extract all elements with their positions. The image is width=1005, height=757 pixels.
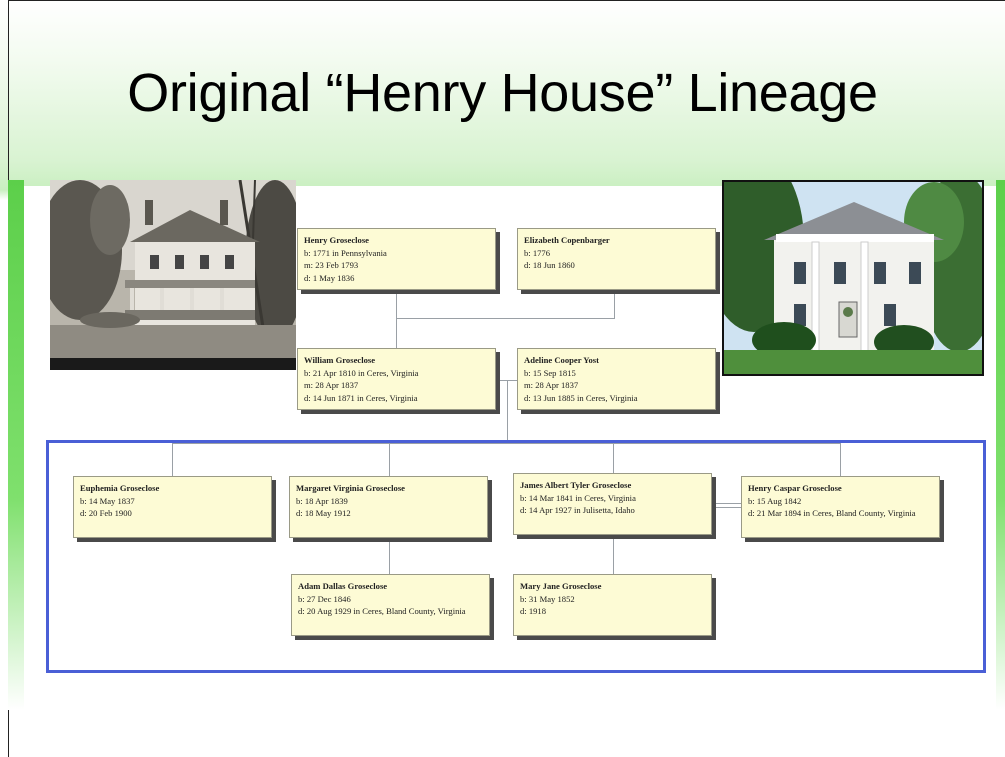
person-detail: d: 18 Jun 1860 [524, 260, 575, 270]
person-box-henry-caspar-groseclose: Henry Caspar Groseclose b: 15 Aug 1842 d… [741, 476, 940, 538]
connector-line [507, 380, 508, 440]
connector-line [172, 443, 173, 476]
connector-line [172, 443, 840, 444]
person-name: Margaret Virginia Groseclose [296, 483, 405, 493]
person-detail: m: 28 Apr 1837 [524, 380, 579, 390]
connector-line [613, 536, 614, 574]
connector-line [614, 290, 615, 318]
new-house-photo [722, 180, 984, 376]
person-detail: b: 1771 in Pennsylvania [304, 247, 387, 258]
person-detail: b: 31 May 1852 [520, 593, 575, 604]
person-detail: d: 20 Feb 1900 [80, 508, 132, 518]
connector-line [389, 443, 390, 476]
person-detail: d: 13 Jun 1885 in Ceres, Virginia [524, 392, 638, 403]
person-detail: d: 1 May 1836 [304, 272, 355, 283]
person-name: Euphemia Groseclose [80, 483, 160, 493]
right-accent-bar [996, 180, 1005, 710]
person-detail: m: 28 Apr 1837 [304, 380, 359, 390]
person-name: Adeline Cooper Yost [524, 355, 599, 365]
person-name: James Albert Tyler Groseclose [520, 480, 632, 490]
person-detail: b: 14 Mar 1841 in Ceres, Virginia [520, 492, 636, 503]
person-detail: d: 14 Jun 1871 in Ceres, Virginia [304, 392, 418, 403]
person-detail: d: 21 Mar 1894 in Ceres, Bland County, V… [748, 508, 916, 518]
person-box-elizabeth-copenbarger: Elizabeth Copenbarger b: 1776 d: 18 Jun … [517, 228, 716, 290]
person-name: Henry Groseclose [304, 235, 369, 245]
person-box-william-groseclose: William Groseclose b: 21 Apr 1810 in Cer… [297, 348, 496, 410]
slide-top-border [8, 0, 1005, 1]
connector-line [712, 503, 742, 504]
slide-title: Original “Henry House” Lineage [127, 63, 878, 123]
connector-line [396, 318, 615, 319]
person-box-adam-dallas-groseclose: Adam Dallas Groseclose b: 27 Dec 1846 d:… [291, 574, 490, 636]
connector-line [389, 540, 390, 574]
person-detail: b: 27 Dec 1846 [298, 593, 351, 604]
person-box-adeline-cooper-yost: Adeline Cooper Yost b: 15 Sep 1815 m: 28… [517, 348, 716, 410]
connector-line [840, 443, 841, 476]
person-name: Mary Jane Groseclose [520, 581, 602, 591]
person-detail: m: 23 Feb 1793 [304, 260, 359, 270]
person-box-margaret-virginia-groseclose: Margaret Virginia Groseclose b: 18 Apr 1… [289, 476, 488, 538]
person-box-james-albert-tyler-groseclose: James Albert Tyler Groseclose b: 14 Mar … [513, 473, 712, 535]
old-house-photo [50, 180, 296, 370]
person-box-euphemia-groseclose: Euphemia Groseclose b: 14 May 1837 d: 20… [73, 476, 272, 538]
person-detail: d: 1918 [520, 606, 547, 616]
person-detail: b: 15 Aug 1842 [748, 495, 802, 506]
person-name: Elizabeth Copenbarger [524, 235, 610, 245]
connector-line [613, 443, 614, 473]
person-detail: b: 21 Apr 1810 in Ceres, Virginia [304, 367, 419, 378]
person-detail: d: 20 Aug 1929 in Ceres, Bland County, V… [298, 606, 466, 616]
connector-line [712, 507, 742, 508]
person-name: Adam Dallas Groseclose [298, 581, 388, 591]
person-box-henry-groseclose: Henry Groseclose b: 1771 in Pennsylvania… [297, 228, 496, 290]
person-detail: b: 1776 [524, 247, 551, 258]
person-detail: b: 18 Apr 1839 [296, 495, 348, 506]
person-detail: d: 14 Apr 1927 in Julisetta, Idaho [520, 505, 635, 515]
person-detail: b: 14 May 1837 [80, 495, 135, 506]
person-detail: b: 15 Sep 1815 [524, 367, 576, 378]
left-accent-bar [8, 180, 24, 710]
person-name: Henry Caspar Groseclose [748, 483, 842, 493]
children-group-frame [46, 440, 986, 673]
connector-line [396, 290, 397, 348]
person-box-mary-jane-groseclose: Mary Jane Groseclose b: 31 May 1852 d: 1… [513, 574, 712, 636]
person-detail: d: 18 May 1912 [296, 508, 351, 518]
person-name: William Groseclose [304, 355, 376, 365]
